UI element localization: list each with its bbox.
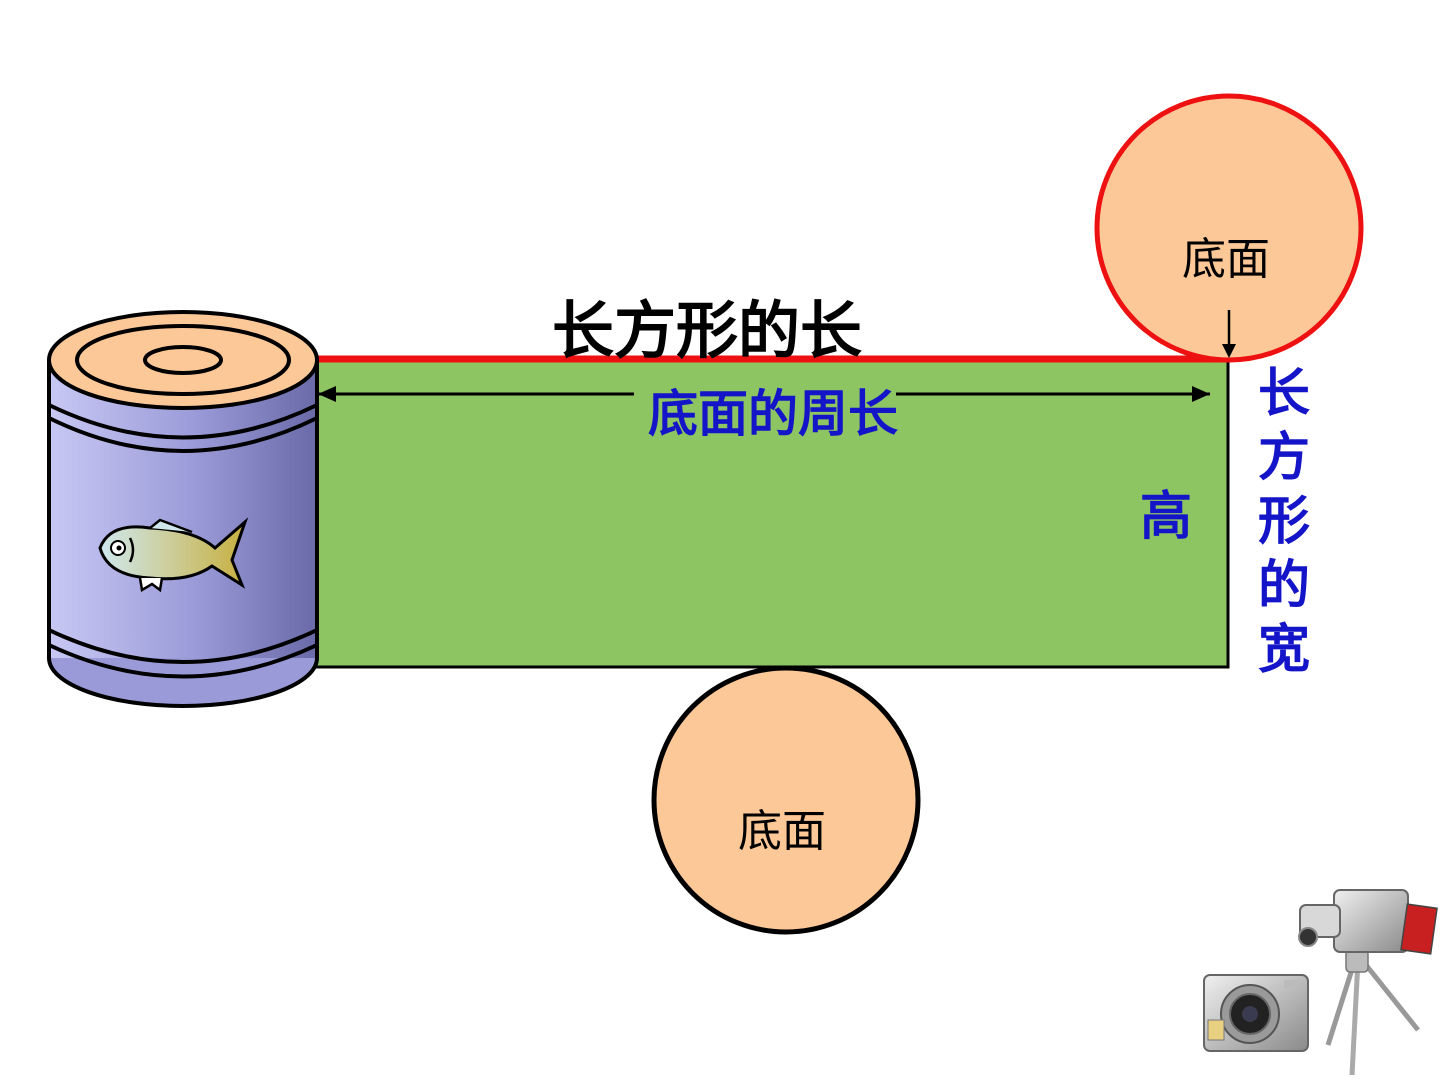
height-label: 高 — [1140, 487, 1193, 547]
rectangle-length-label: 长方形的长 — [552, 294, 863, 367]
top-base-label: 底面 — [1182, 234, 1270, 285]
circumference-arrow — [318, 386, 1210, 402]
fish-can-icon — [47, 310, 319, 708]
top-base-circle — [1094, 93, 1364, 363]
lateral-rectangle — [314, 358, 1230, 669]
bottom-base-circle — [651, 665, 921, 935]
base-circumference-label: 底面的周长 — [648, 385, 898, 443]
camera-icon — [1203, 889, 1438, 1076]
bottom-base-label: 底面 — [738, 806, 826, 857]
down-arrow — [1222, 310, 1236, 358]
rectangle-width-label: 长方形的宽 — [1257, 364, 1310, 680]
